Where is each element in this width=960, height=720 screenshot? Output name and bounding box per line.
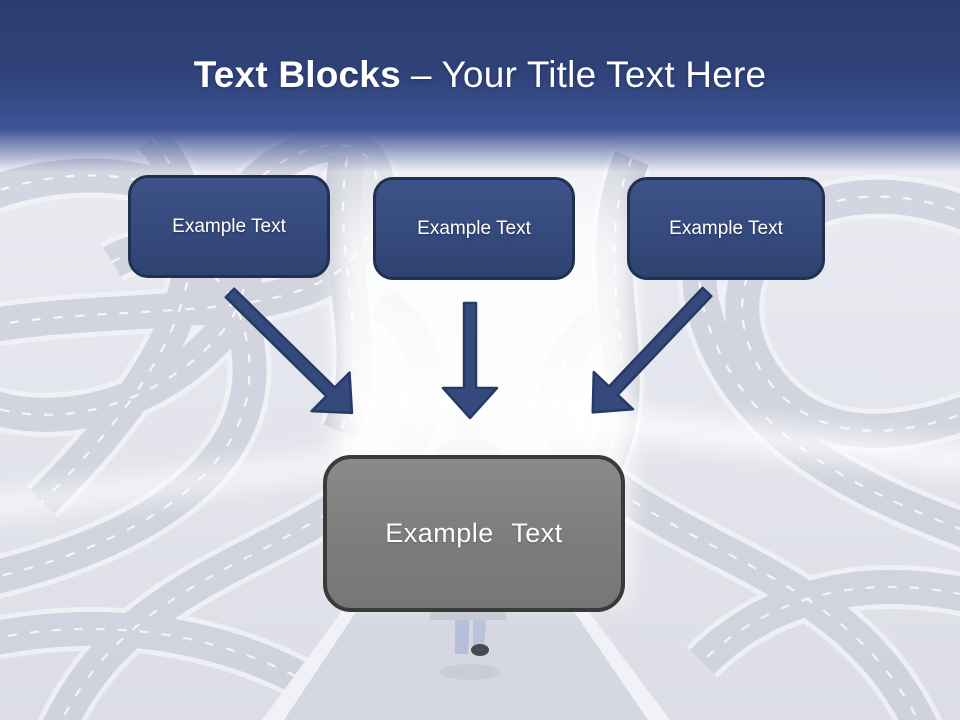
text-block-2-label: Example Text <box>417 217 531 239</box>
text-block-2: Example Text <box>373 177 575 280</box>
title-band: Text Blocks – Your Title Text Here <box>0 0 960 172</box>
result-block: Example Text <box>323 455 625 612</box>
text-block-3-label: Example Text <box>669 217 783 239</box>
text-block-1-label: Example Text <box>172 215 286 237</box>
text-block-1: Example Text <box>128 175 330 278</box>
slide-title-bold: Text Blocks <box>193 54 401 95</box>
person-leg <box>473 612 487 646</box>
person-leg <box>455 612 470 654</box>
slide-title: Text Blocks – Your Title Text Here <box>0 0 960 150</box>
arrow-down-icon <box>441 301 499 420</box>
text-block-3: Example Text <box>627 177 825 280</box>
arrow-down-right-icon <box>224 287 354 415</box>
person-shoe <box>471 644 489 656</box>
person-shadow <box>440 664 500 680</box>
arrow-down-left-icon <box>591 286 713 414</box>
result-block-label: Example Text <box>385 518 563 548</box>
slide-title-subtitle: – Your Title Text Here <box>410 54 767 95</box>
clear-road <box>262 600 670 720</box>
